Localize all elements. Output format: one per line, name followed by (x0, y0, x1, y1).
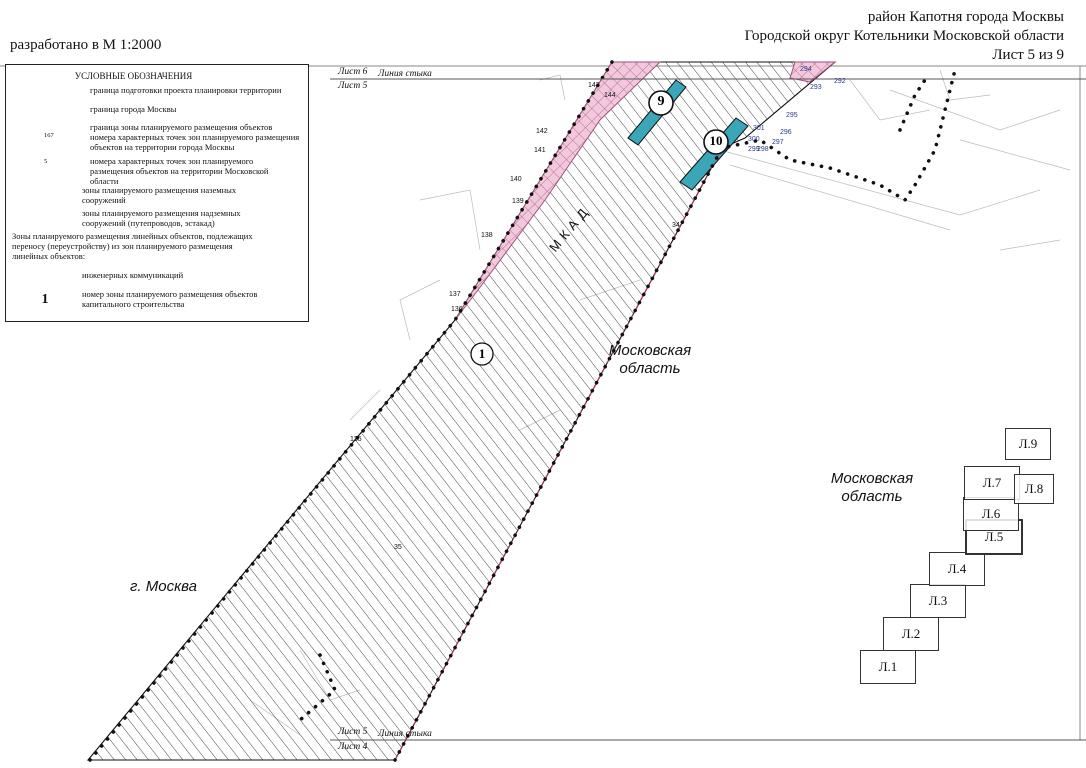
legend-zone-number-symbol: 1 (41, 292, 49, 307)
point-label-137: 137 (449, 291, 461, 298)
legend-utilities-text: инженерных коммуникаций (82, 270, 184, 280)
legend-overground-zones-text: зоны планируемого размещения надземных с… (82, 208, 241, 228)
header-district-2: Городской округ Котельники Московской об… (744, 28, 1064, 44)
point-label-293: 293 (810, 84, 822, 91)
point-label-296: 296 (780, 129, 792, 136)
point-label-300: 300 (748, 136, 760, 143)
point-label-299: 299 (748, 146, 760, 153)
key-map-sheet-4: Л.4 (929, 552, 985, 586)
point-label-140: 140 (510, 176, 522, 183)
zone-10-number: 10 (709, 133, 723, 148)
legend-zone-number-text: номер зоны планируемого размещения объек… (82, 289, 258, 309)
point-label-141: 141 (534, 147, 546, 154)
area-label-mo-2: Московская область (830, 470, 914, 505)
zone-10-circle (703, 129, 729, 155)
header-sheet-number: Лист 5 из 9 (992, 47, 1064, 63)
point-label-295: 295 (786, 112, 798, 119)
joint-bottom-label: Линия стыка (378, 729, 432, 739)
project-boundary (88, 60, 957, 762)
legend-project-boundary-text: граница подготовки проекта планировки те… (90, 85, 282, 95)
joint-bottom-upper-sheet: Лист 5 (338, 727, 368, 737)
legend-moscow-boundary-text: граница города Москвы (90, 104, 177, 114)
point-label-143: 143 (588, 82, 600, 89)
point-label-139: 139 (512, 198, 524, 205)
legend-zone-boundary-text: граница зоны планируемого размещения объ… (90, 122, 273, 132)
legend-ground-zones-text: зоны планируемого размещения наземных со… (82, 185, 237, 205)
point-label-138: 138 (481, 232, 493, 239)
point-label-298: 298 (757, 146, 769, 153)
key-map-sheet-9: Л.9 (1005, 428, 1051, 460)
legend-moscow-points-text: номера характерных точек зон планируемог… (90, 132, 300, 152)
legend-box: УСЛОВНЫЕ ОБОЗНАЧЕНИЯ граница подготовки … (5, 64, 309, 322)
legend-mo-points-text: номера характерных точек зон планируемог… (90, 156, 269, 186)
zone-1-circle (470, 342, 494, 366)
point-label-144: 144 (604, 92, 616, 99)
point-label-142: 142 (536, 128, 548, 135)
key-map-sheet-8: Л.8 (1014, 474, 1054, 504)
legend-title: УСЛОВНЫЕ ОБОЗНАЧЕНИЯ (74, 71, 193, 81)
key-map-sheet-1: Л.1 (860, 650, 916, 684)
scale-note: разработано в М 1:2000 (10, 37, 162, 53)
joint-top-lower-sheet: Лист 5 (338, 81, 368, 91)
zone-1-number: 1 (478, 346, 486, 361)
zone-9-circle (648, 90, 674, 116)
joint-top-label: Линия стыка (378, 69, 432, 79)
point-label-34: 34 (672, 222, 680, 229)
joint-top-upper-sheet: Лист 6 (338, 67, 368, 77)
point-label-135: 135 (350, 436, 362, 443)
point-label-301: 301 (753, 125, 765, 132)
point-label-35: 35 (394, 544, 402, 551)
zone-circles (470, 90, 729, 366)
moscow-boundary-line (394, 147, 723, 761)
utilities-zone-east (789, 61, 837, 83)
point-label-292: 292 (834, 78, 846, 85)
key-map-sheet-7: Л.7 (964, 466, 1020, 500)
area-label-mo-1: Московская область (608, 342, 692, 377)
legend-moscow-point-number: 167 (44, 132, 54, 139)
joint-bottom-lower-sheet: Лист 4 (338, 742, 368, 752)
key-map-sheet-6: Л.6 (963, 497, 1019, 531)
header-district: район Капотня города Москвы (867, 9, 1064, 25)
legend-mo-point-number: 5 (44, 158, 48, 165)
zone-9-number: 9 (657, 94, 665, 109)
area-label-moscow: г. Москва (130, 578, 197, 595)
legend-linear-heading: Зоны планируемого размещения линейных об… (12, 231, 253, 261)
point-label-297: 297 (772, 139, 784, 146)
point-label-294: 294 (800, 66, 812, 73)
key-map-sheet-3: Л.3 (910, 584, 966, 618)
point-label-136: 136 (451, 306, 463, 313)
key-map-sheet-2: Л.2 (883, 617, 939, 651)
